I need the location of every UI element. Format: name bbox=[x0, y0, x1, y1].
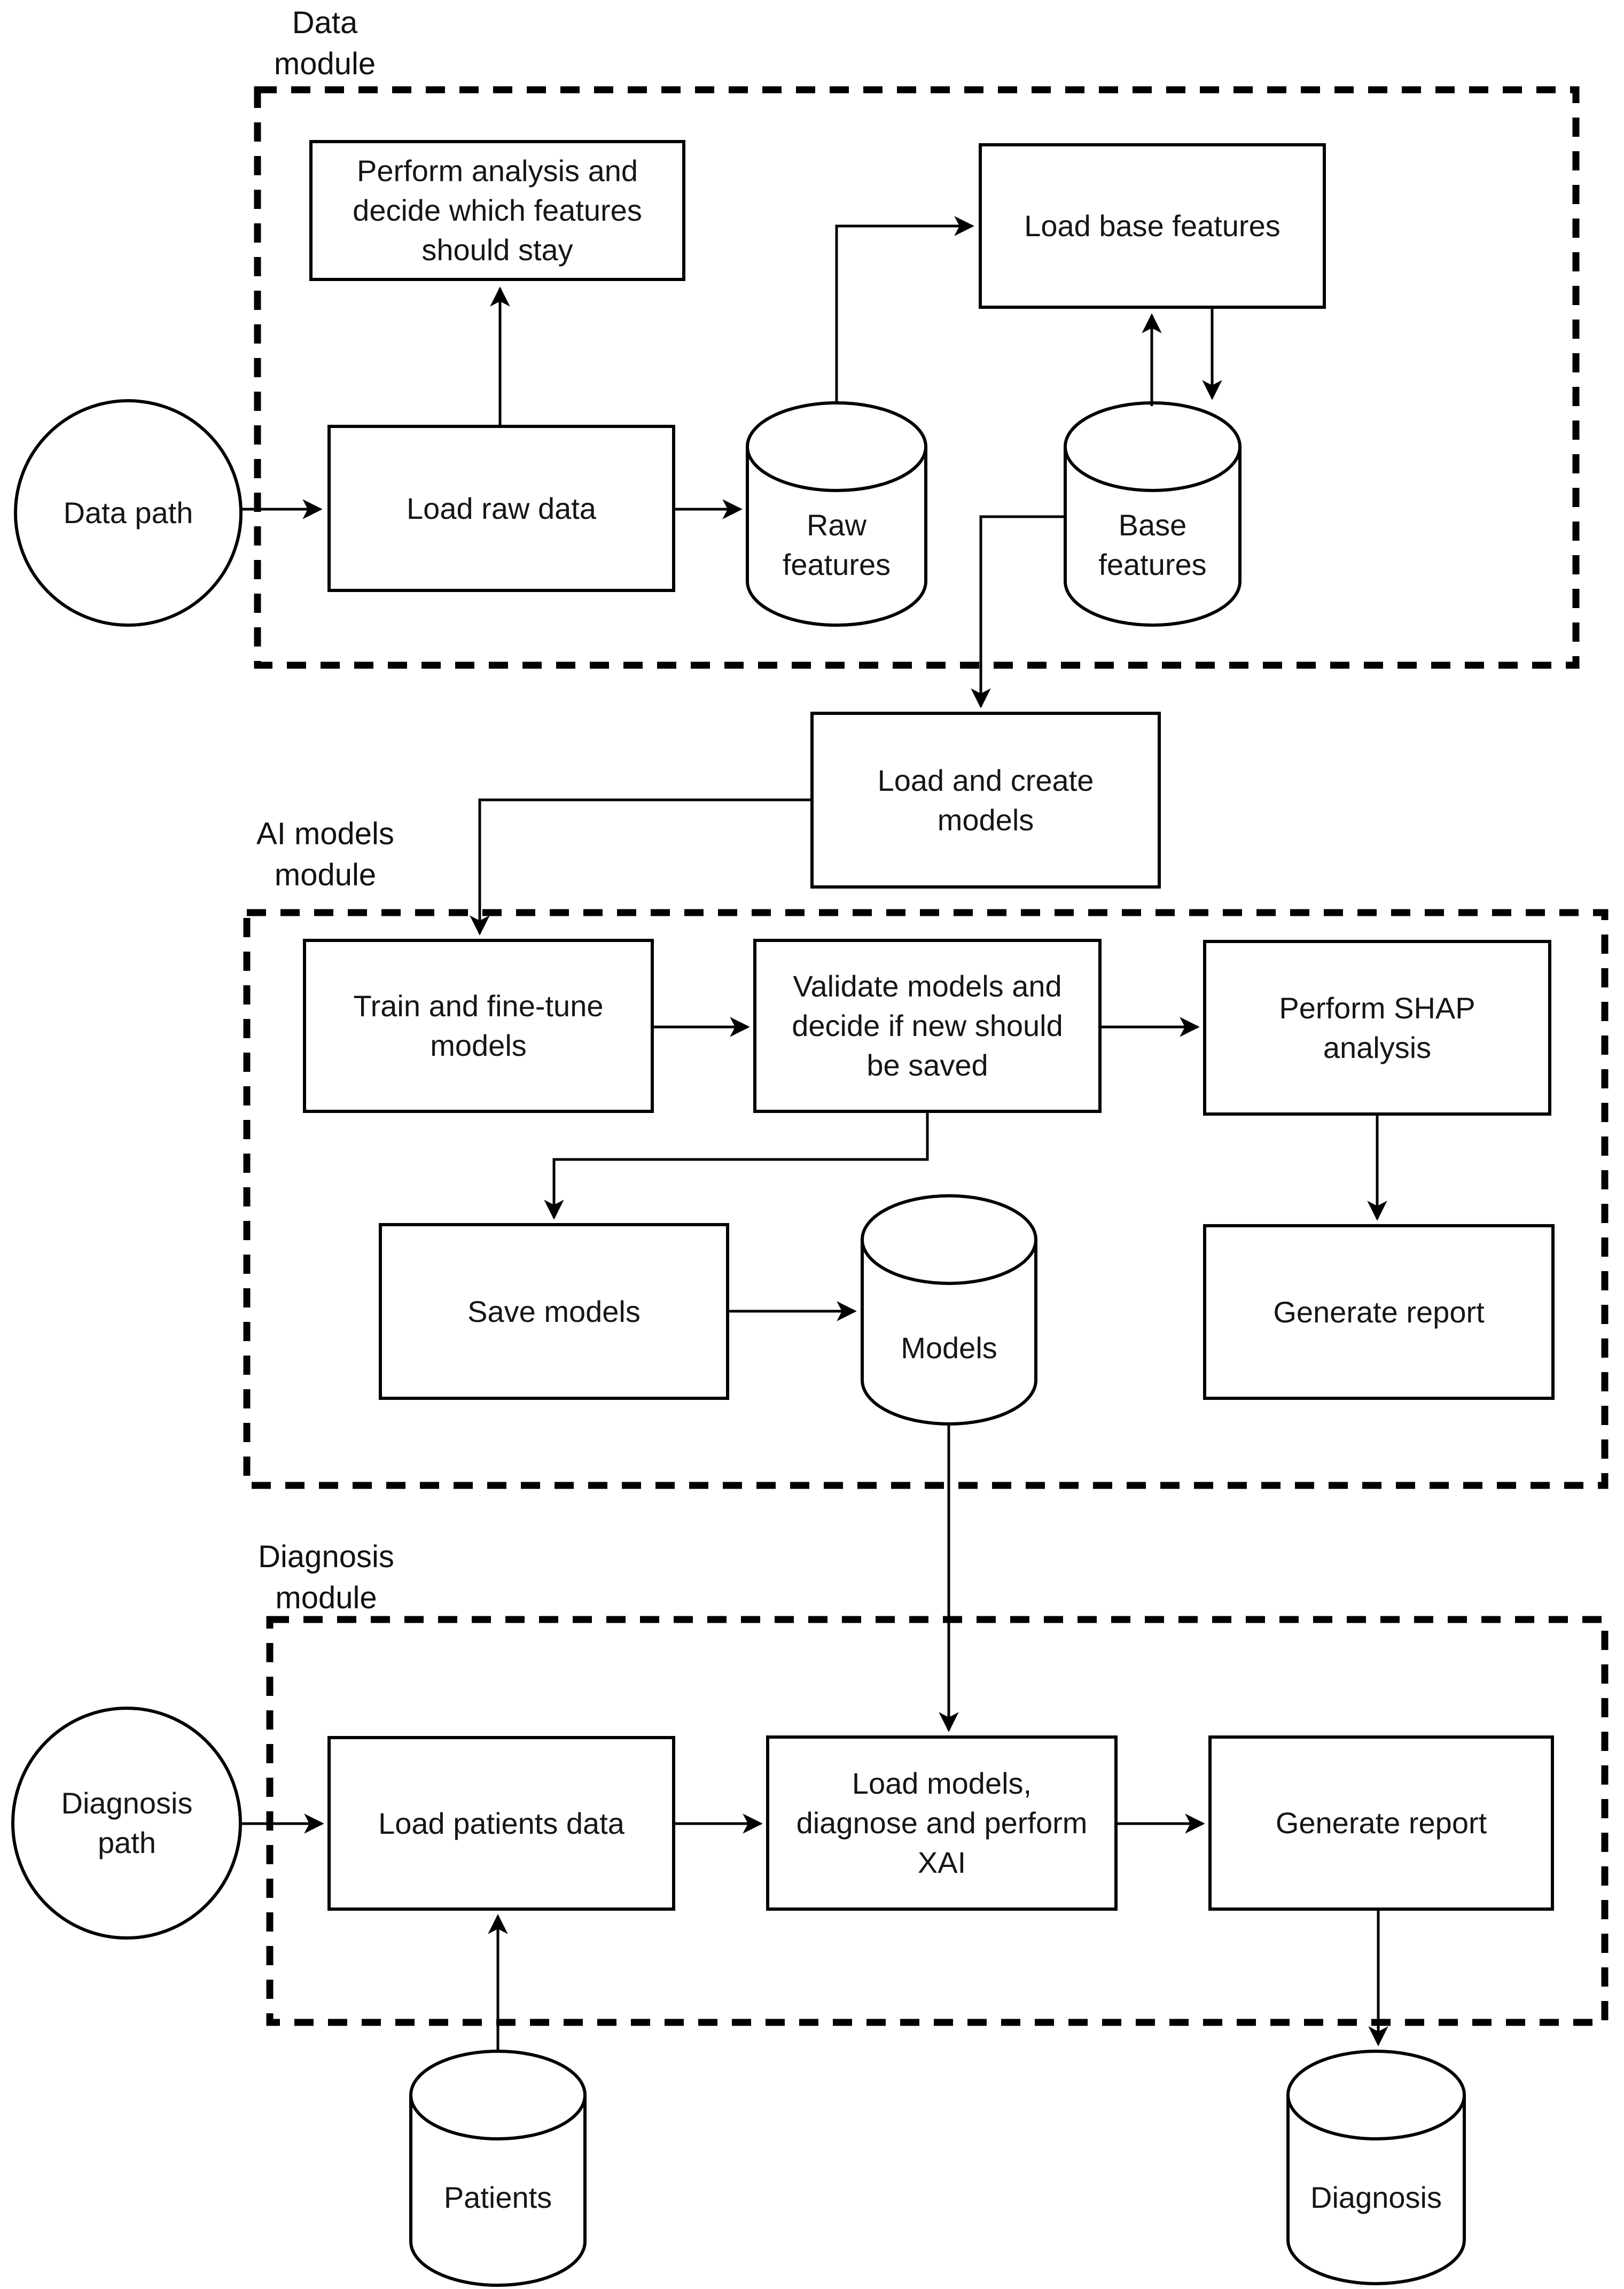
raw-features-cylinder bbox=[746, 401, 927, 627]
arrow-basefeatures-to-loadcreatemodels bbox=[971, 515, 1065, 708]
data-path-circle bbox=[14, 399, 243, 627]
train-finetune-models-box bbox=[303, 939, 654, 1113]
diagnosis-cylinder bbox=[1286, 2050, 1466, 2285]
load-raw-data-box bbox=[327, 425, 675, 592]
arrow-validate-to-savemodels bbox=[544, 1111, 929, 1220]
save-models-box bbox=[379, 1223, 729, 1400]
generate-report-diagnosis-box bbox=[1208, 1735, 1554, 1911]
diagnosis-path-circle bbox=[11, 1707, 242, 1940]
load-patients-data-box bbox=[327, 1736, 675, 1911]
ai-models-module-boundary bbox=[243, 909, 1609, 1489]
base-features-cylinder bbox=[1064, 401, 1242, 627]
load-base-features-box bbox=[979, 143, 1326, 309]
load-models-diagnose-xai-box bbox=[766, 1735, 1118, 1911]
validate-models-box bbox=[753, 939, 1102, 1113]
perform-shap-analysis-box bbox=[1203, 940, 1551, 1116]
diagnosis-module-boundary bbox=[266, 1616, 1609, 2026]
perform-analysis-box bbox=[309, 140, 685, 281]
generate-report-ai-box bbox=[1203, 1224, 1555, 1400]
patients-cylinder bbox=[409, 2050, 587, 2287]
load-and-create-models-box bbox=[810, 712, 1161, 889]
arrow-loadcreatemodels-to-train bbox=[470, 798, 812, 936]
models-cylinder bbox=[861, 1194, 1037, 1426]
arrow-rawfeatures-to-loadbasefeatures bbox=[835, 216, 974, 402]
